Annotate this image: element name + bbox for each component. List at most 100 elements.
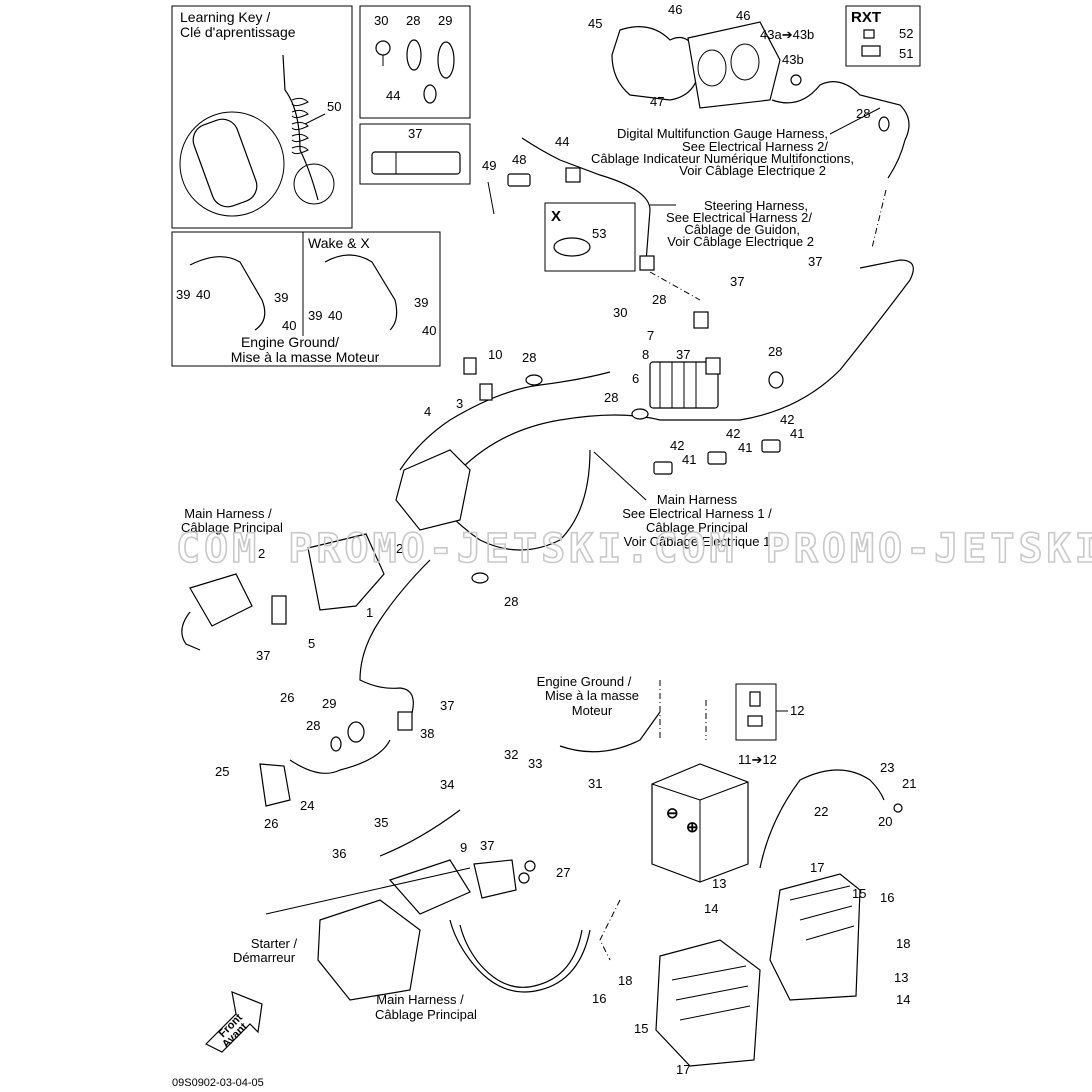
part-label-51: 51	[899, 46, 913, 61]
battery: ⊖ ⊕ 11➔12	[651, 752, 777, 883]
part-label-6: 6	[632, 371, 639, 386]
battery-tray-lower: 18 16 15 17	[592, 939, 761, 1077]
steering-harness-line3: Câblage de Guidon,	[684, 222, 800, 237]
part-label-46: 46	[736, 8, 750, 23]
part-label-2: 2	[396, 541, 403, 556]
main-harness-left-line2: Câblage Principal	[181, 520, 283, 535]
main-harness-center-line3: Câblage Principal	[646, 520, 748, 535]
steering-harness-line2: See Electrical Harness 2/	[666, 210, 812, 225]
fasteners-inset: 30 28 29 44	[359, 5, 471, 119]
part-label-7: 7	[647, 328, 654, 343]
part-label-42: 42	[670, 438, 684, 453]
watermark: COM PROMO-JETSKI.COM PROMO-JETSKI	[176, 526, 1092, 572]
part-label-17: 17	[810, 860, 824, 875]
part-label-18: 18	[618, 973, 632, 988]
part-label-39: 39	[414, 295, 428, 310]
part-label-15: 15	[852, 886, 866, 901]
part-label-45: 45	[588, 16, 602, 31]
part-label-28: 28	[604, 390, 618, 405]
part-label-28: 28	[768, 344, 782, 359]
learning-key-title-line1: Learning Key /	[180, 9, 270, 25]
part-label-13: 13	[712, 876, 726, 891]
learning-key-title-line2: Clé d'aprentissage	[180, 24, 296, 40]
x-title: X	[551, 208, 561, 225]
engine-ground-mid-line2: Mise à la masse	[545, 688, 639, 703]
part-label-39: 39	[308, 308, 322, 323]
starter-assembly	[317, 859, 591, 1001]
part-label-31: 31	[588, 776, 602, 791]
starter-callout: Starter / Démarreur	[233, 867, 471, 965]
part-label-15: 15	[634, 1021, 648, 1036]
x-inset: X 53	[544, 202, 636, 272]
part-label-37: 37	[440, 698, 454, 713]
part-label-37: 37	[408, 126, 422, 141]
starter-line1: Starter /	[251, 936, 298, 951]
negative-terminal-icon: ⊖	[666, 805, 679, 822]
part-label-30: 30	[613, 305, 627, 320]
part-label-39: 39	[274, 290, 288, 305]
part-label-28: 28	[652, 292, 666, 307]
part-label-53: 53	[592, 226, 606, 241]
main-harness: 10 4 3 28 28	[359, 259, 914, 721]
part-label-33: 33	[528, 756, 542, 771]
steering-harness-line1: Steering Harness,	[704, 198, 808, 213]
part-label-10: 10	[488, 347, 502, 362]
document-code: 09S0902-03-04-05	[172, 1077, 264, 1089]
engine-ground-mid-line1: Engine Ground /	[537, 674, 632, 689]
part-label-13: 13	[894, 970, 908, 985]
steering-harness-callout: Steering Harness, See Electrical Harness…	[650, 198, 814, 249]
lower-left-group: 26 29 28 37 38 25 24 26	[215, 690, 454, 831]
wake-x-title: Wake & X	[308, 235, 370, 251]
battery-cable: 23 21 22 20	[759, 760, 916, 869]
part-label-39: 39	[176, 287, 190, 302]
part-label-16: 16	[592, 991, 606, 1006]
rxt-title: RXT	[851, 9, 881, 26]
part-label-20: 20	[878, 814, 892, 829]
left-connector-group: 2 2 1 5 37 28	[181, 533, 518, 663]
main-harness-center-line2: See Electrical Harness 1 /	[622, 506, 772, 521]
part-label-26: 26	[264, 816, 278, 831]
part-label-14: 14	[704, 901, 718, 916]
steering-harness-wire: 44 49 48	[482, 134, 701, 301]
main-harness-center-line1: Main Harness	[657, 492, 738, 507]
gauge-harness-line4: Voir Câblage Electrique 2	[679, 163, 826, 178]
part-label-29: 29	[322, 696, 336, 711]
part-label-28: 28	[406, 13, 420, 28]
part-label-42: 42	[726, 426, 740, 441]
part-label-36: 36	[332, 846, 346, 861]
gauge-harness-callout: Digital Multifunction Gauge Harness, See…	[591, 107, 881, 178]
part-label-47: 47	[650, 94, 664, 109]
regulator-assembly: 6 7 8 37 30 28 37 28	[613, 274, 784, 409]
part-label-28: 28	[504, 594, 518, 609]
part-label-35: 35	[374, 815, 388, 830]
gauge-cluster: 45 46 46 43a➔43b 43b 47 28	[588, 2, 910, 249]
part-label-40: 40	[328, 308, 342, 323]
part-label-26: 26	[280, 690, 294, 705]
sealant-tube-inset: 37	[359, 123, 471, 185]
part-label-50: 50	[327, 99, 341, 114]
part-label-41: 41	[682, 452, 696, 467]
part-label-12: 12	[790, 703, 804, 718]
part-label-28: 28	[522, 350, 536, 365]
learning-key-inset: Learning Key / Clé d'aprentissage 50	[171, 5, 353, 229]
part-label-2: 2	[258, 546, 265, 561]
part-label-37: 37	[256, 648, 270, 663]
part-label-8: 8	[642, 347, 649, 362]
part-label-9: 9	[460, 840, 467, 855]
rxt-inset: RXT 52 51	[845, 5, 921, 67]
part-label-17: 17	[676, 1062, 690, 1077]
gauge-harness-line1: Digital Multifunction Gauge Harness,	[617, 126, 828, 141]
part-label-3: 3	[456, 396, 463, 411]
part-label-1: 1	[366, 605, 373, 620]
part-label-5: 5	[308, 636, 315, 651]
engine-ground-inset: Wake & X Engine Ground/ Mise à la masse …	[171, 231, 441, 367]
part-label-49: 49	[482, 158, 496, 173]
front-arrow: Front Avant	[204, 991, 263, 1053]
part-label-34: 34	[440, 777, 454, 792]
engine-ground-mid-line3: Moteur	[572, 703, 613, 718]
part-label-27: 27	[556, 865, 570, 880]
main-harness-bottom-line2: Câblage Principal	[375, 1007, 477, 1022]
main-harness-left-callout: Main Harness / Câblage Principal	[181, 506, 283, 535]
part-label-11-12: 11➔12	[738, 752, 777, 767]
